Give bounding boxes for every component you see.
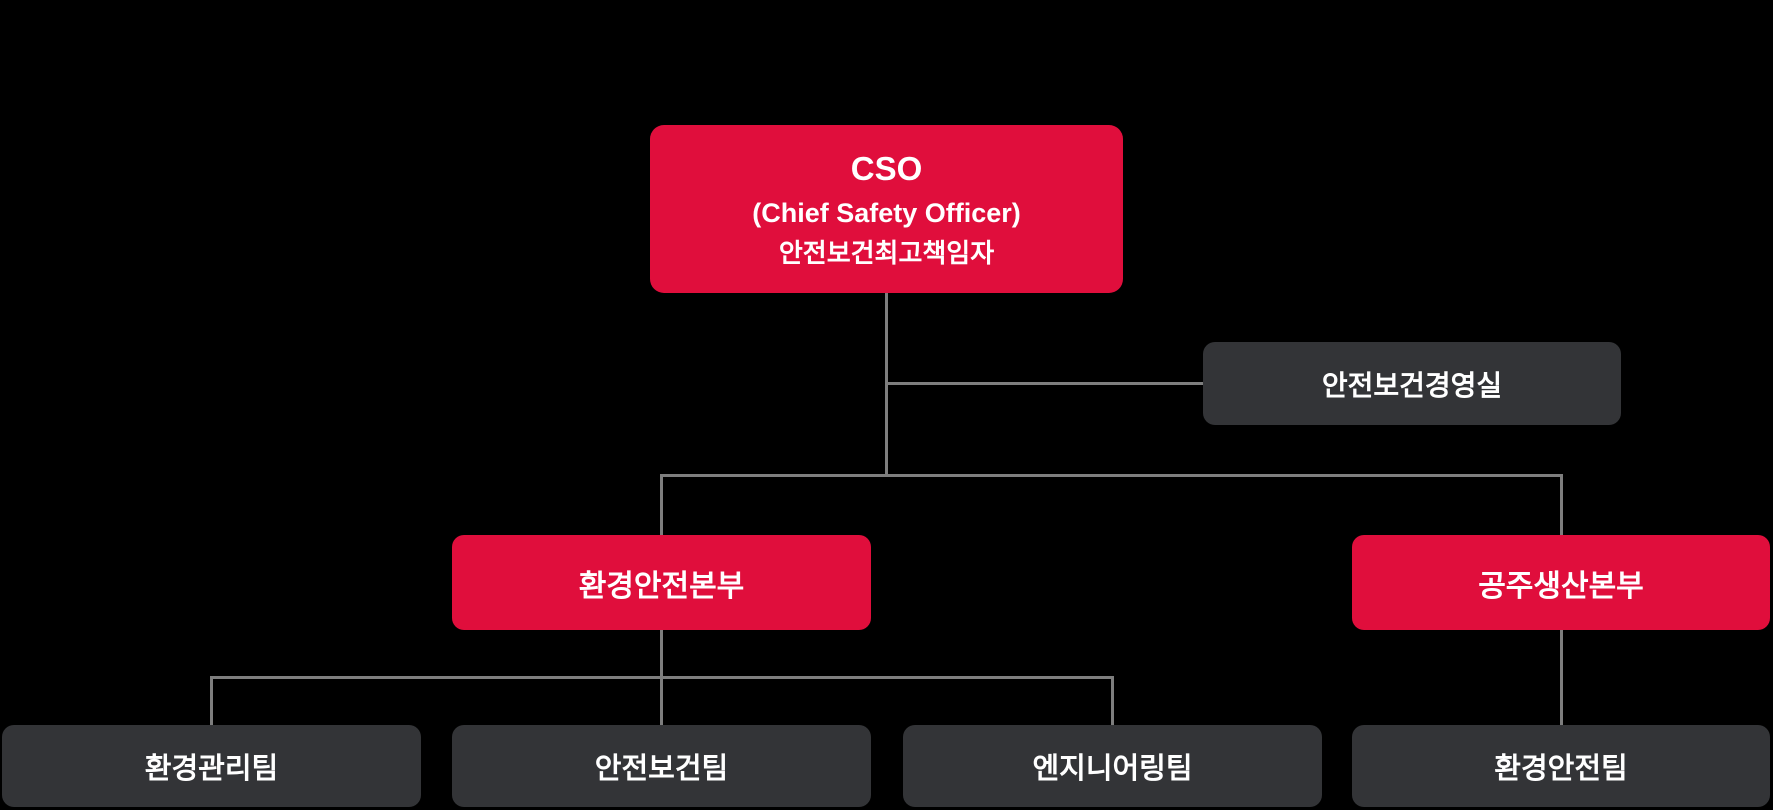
cso-title: CSO [850,150,923,187]
node-gongju-production-division: 공주생산본부 [1352,535,1770,630]
node-environment-safety-team: 환경안전팀 [1352,725,1770,807]
node-safety-health-management-office: 안전보건경영실 [1203,342,1621,425]
node-environment-safety-division: 환경안전본부 [452,535,871,630]
node-cso: CSO (Chief Safety Officer) 안전보건최고책임자 [650,125,1123,293]
cso-subtitle-en: (Chief Safety Officer) [752,198,1021,228]
connector-staff-office-stub [885,382,1203,385]
connector-team-1-drop [210,676,213,725]
node-engineering-team: 엔지니어링팀 [903,725,1322,807]
connector-team-split [210,676,1114,679]
connector-division-split [660,474,1563,477]
node-safety-health-team: 안전보건팀 [452,725,871,807]
connector-division-2-stem [1560,628,1563,725]
cso-subtitle-ko: 안전보건최고책임자 [778,238,995,268]
connector-division-1-drop [660,474,663,535]
connector-team-3-drop [1111,676,1114,725]
connector-division-2-drop [1560,474,1563,535]
node-environment-management-team: 환경관리팀 [2,725,421,807]
